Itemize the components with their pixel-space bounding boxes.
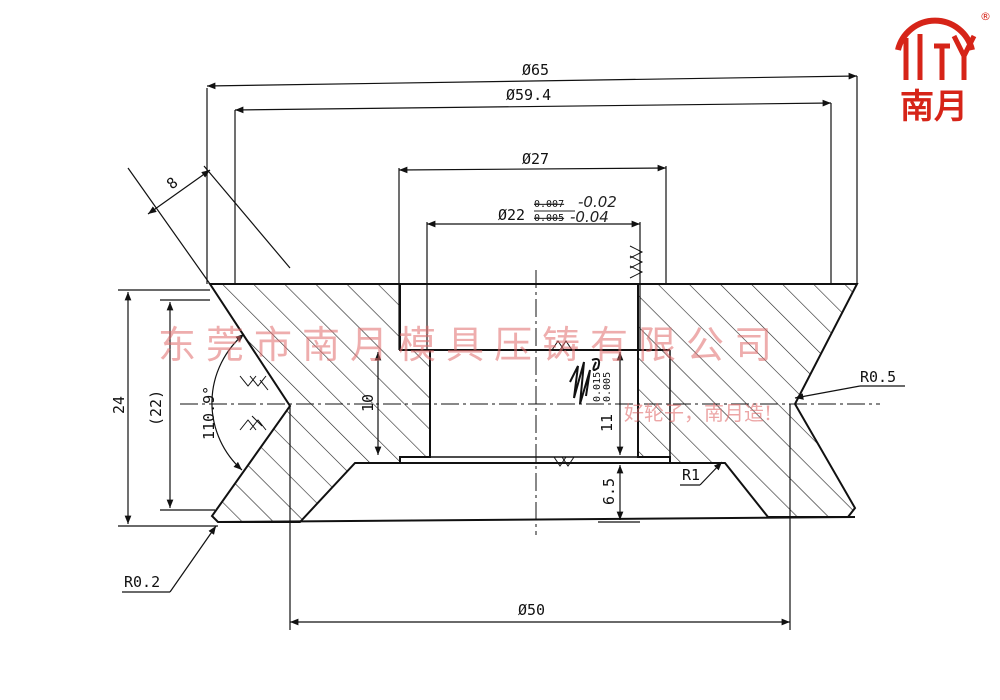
hand-note-lower: -0.04 <box>570 208 609 226</box>
dim-line-d65 <box>206 72 858 90</box>
dim-d22: Ø22 <box>498 206 525 224</box>
dim-d27: Ø27 <box>522 150 549 168</box>
section-left <box>208 283 431 523</box>
roughness-mark-groove-lower <box>239 415 267 431</box>
dim-line-d27 <box>398 164 667 174</box>
dim-6-5: 6.5 <box>600 478 618 505</box>
dim-d22-tol-upper: 0.007 <box>534 199 564 210</box>
dim-d59-4: Ø59.4 <box>506 86 551 104</box>
dim-line-8 <box>147 169 211 215</box>
hand-note-upper: -0.02 <box>578 193 617 211</box>
dim-d65: Ø65 <box>522 61 549 79</box>
watermark-company: 东莞市南月模具压铸有限公司 <box>158 323 782 367</box>
dim-r0-2: R0.2 <box>124 573 160 591</box>
brand-logo: 南月 ® <box>895 10 991 127</box>
dim-8: 8 <box>163 173 181 193</box>
dim-d22-tol-lower: 0.005 <box>534 213 564 224</box>
roughness-mark-groove-upper <box>239 375 269 391</box>
logo-text: 南月 <box>900 87 968 127</box>
dim-d50: Ø50 <box>518 601 545 619</box>
angle-arc <box>211 333 245 471</box>
roughness-mark-right <box>629 245 644 279</box>
logo-emblem <box>895 17 975 51</box>
dim-10: 10 <box>359 394 377 412</box>
dim-r0-5: R0.5 <box>860 368 896 386</box>
dim-11-tol-upper: 0.015 <box>592 372 603 402</box>
roughness-mark-bore-top <box>551 340 573 351</box>
watermark-slogan: 好轮子，南月造! <box>624 401 772 425</box>
dim-line-d59-4 <box>234 99 832 114</box>
hand-scribble <box>569 358 601 405</box>
registered-mark: ® <box>980 10 991 23</box>
dim-22-ref: (22) <box>147 390 165 426</box>
dim-11: 11 <box>598 414 616 432</box>
dim-24: 24 <box>110 396 128 414</box>
dim-angle: 110.9° <box>200 386 218 440</box>
dim-r1: R1 <box>682 466 700 484</box>
roughness-mark-bore-bottom <box>553 456 575 467</box>
dim-11-tol-lower: 0.005 <box>602 372 613 402</box>
